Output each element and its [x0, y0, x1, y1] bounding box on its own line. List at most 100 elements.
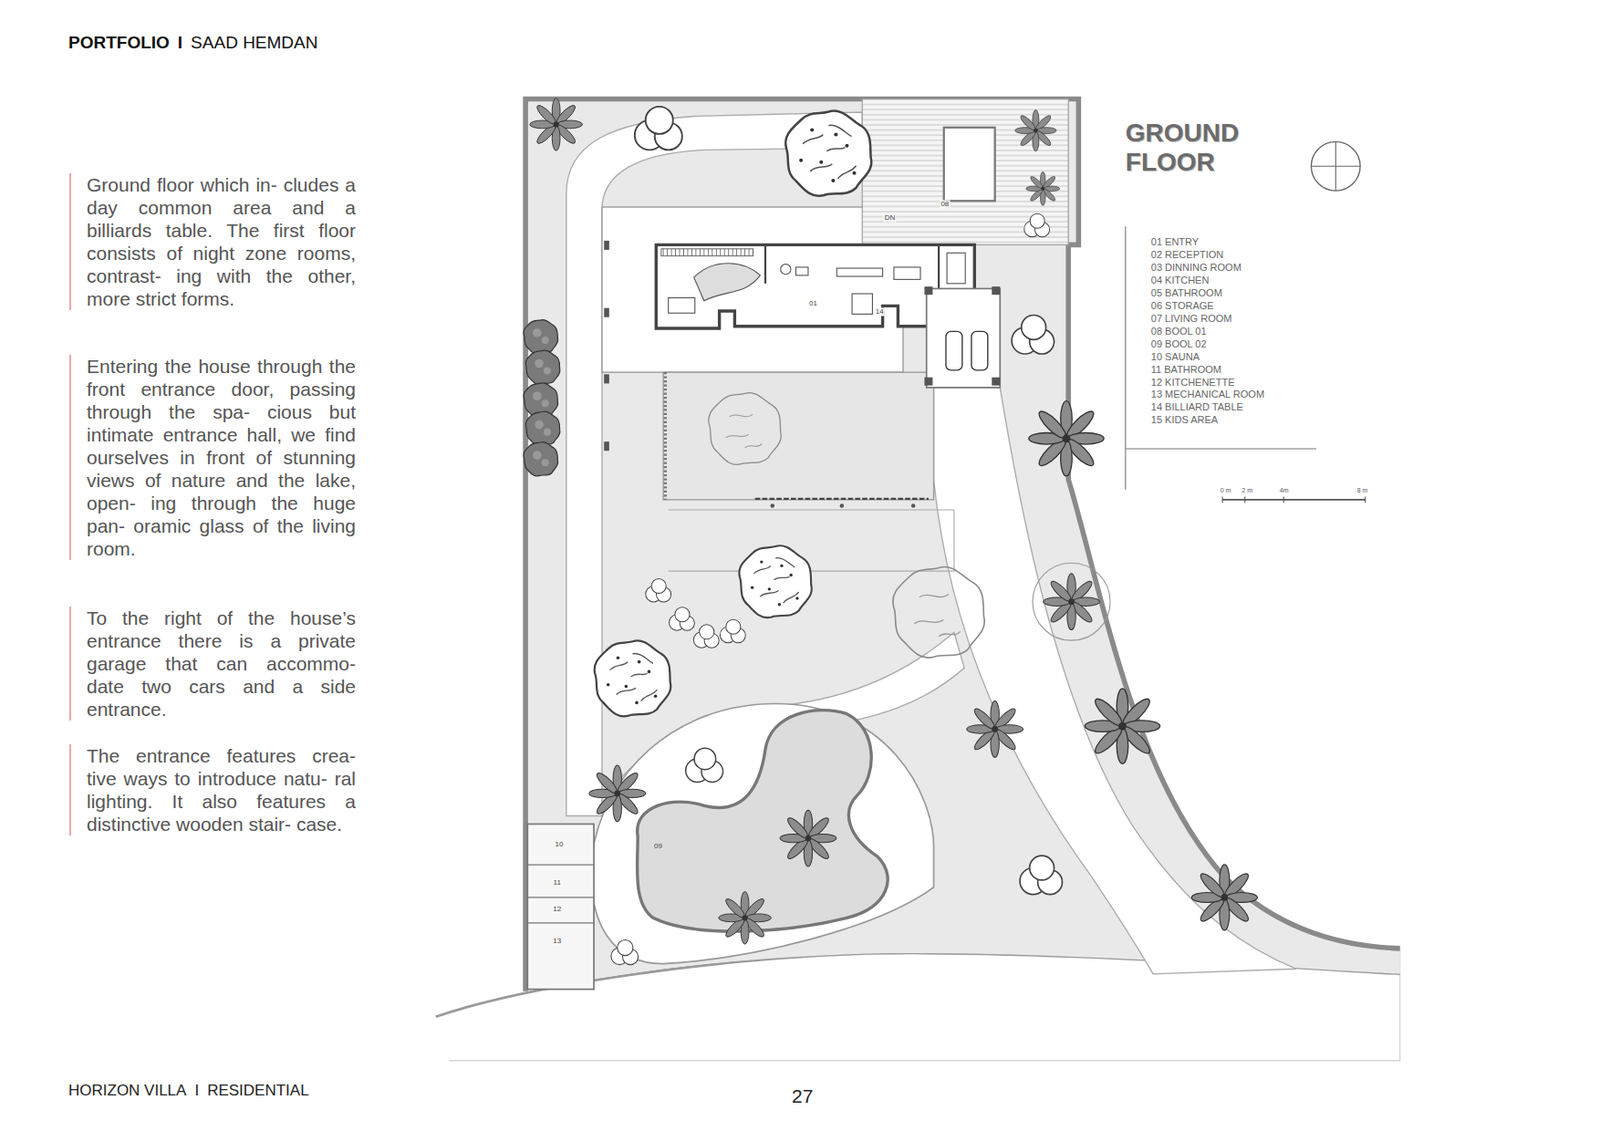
service-rooms: [527, 823, 594, 989]
wooden-deck: [862, 98, 1069, 245]
building-platform: [755, 498, 929, 500]
room-legend-item: 01 ENTRY: [1151, 236, 1199, 249]
north-compass: [1310, 141, 1361, 191]
palm-trees: [1191, 864, 1258, 931]
room-legend-item: 12 KITCHENETTE: [1151, 376, 1236, 389]
house-walls: [780, 264, 791, 275]
service-rooms: [527, 863, 594, 865]
north-compass: [1310, 141, 1361, 191]
room-legend-item: 05 BATHROOM: [1151, 287, 1223, 300]
palm-trees: [589, 765, 646, 822]
swimming-pool: [637, 710, 889, 932]
room-number: 11: [552, 879, 562, 888]
room-legend-item: 03 DINNING ROOM: [1151, 261, 1242, 274]
palm-trees: [529, 98, 1258, 946]
trees: [738, 545, 811, 618]
scale-bar: [1283, 497, 1285, 504]
garage: [926, 288, 1001, 387]
trees: [525, 411, 561, 446]
building-platform: [911, 503, 915, 508]
service-rooms: [527, 823, 594, 989]
site-ground: [525, 98, 1401, 991]
pool-surround: [591, 704, 934, 965]
garage: [945, 331, 988, 370]
swimming-pool: [637, 710, 889, 932]
palm-trees: [1015, 109, 1057, 151]
palm-trees: [1032, 562, 1111, 641]
room-number: 09: [653, 841, 664, 851]
scale-bar: [1222, 498, 1366, 501]
service-rooms: [527, 896, 594, 898]
house-walls: [796, 267, 809, 276]
shrubs: [1024, 213, 1050, 237]
palm-trees: [718, 892, 772, 946]
room-legend-item: 07 LIVING ROOM: [1151, 312, 1233, 325]
palm-trees: [1028, 401, 1104, 477]
scale-bar: [1244, 497, 1246, 504]
service-rooms: [527, 922, 594, 924]
trees: [708, 393, 781, 466]
trees: [523, 442, 559, 477]
scale-label: 4m: [1279, 487, 1289, 495]
house-walls: [836, 268, 883, 277]
scale-label: 8 m: [1357, 487, 1369, 495]
garage: [945, 331, 963, 370]
house-walls: [694, 263, 761, 302]
footer-row: HORIZON VILLAIRESIDENTIAL: [68, 1081, 310, 1101]
scale-bar: [1222, 497, 1224, 504]
site-ground: [525, 98, 1401, 991]
building-platform: [668, 509, 955, 572]
body-paragraph: The entrance features crea- tive ways to…: [69, 744, 356, 836]
shrubs: [719, 619, 746, 643]
building-platform: [603, 441, 610, 451]
trees: [523, 110, 985, 717]
room-number: DN: [883, 214, 897, 223]
north-compass: [1335, 141, 1337, 191]
site-ground: [525, 98, 1401, 991]
scale-label: 0 m: [1220, 487, 1232, 495]
room-legend-item: 13 MECHANICAL ROOM: [1151, 388, 1265, 401]
shrubs: [645, 578, 672, 602]
trees: [893, 566, 985, 658]
body-paragraph: Ground floor which in- cludes a day comm…: [69, 173, 356, 311]
shrubs: [611, 106, 1063, 966]
room-number: 01: [808, 300, 819, 309]
wooden-deck: [944, 127, 996, 202]
house-walls: [668, 297, 696, 313]
legend-bracket: [1125, 226, 1317, 489]
garage: [924, 286, 1000, 385]
room-number: 10: [554, 840, 565, 849]
room-number: 14: [874, 308, 885, 317]
room-number: 13: [551, 936, 562, 946]
body-paragraph: Entering the house through the front ent…: [69, 354, 356, 561]
trees: [523, 319, 559, 354]
room-legend-item: 08 BOOL 01: [1151, 325, 1207, 338]
page-number: 27: [791, 1085, 813, 1108]
room-number: 08: [939, 199, 950, 208]
wooden-deck: [862, 98, 1069, 245]
building-platform: [663, 372, 934, 500]
house-walls: [851, 293, 873, 314]
garage: [991, 286, 1000, 295]
palm-trees: [1043, 573, 1101, 631]
room-legend-item: 15 KIDS AREA: [1151, 414, 1218, 426]
palm-trees: [966, 701, 1024, 759]
building-platform: [840, 503, 844, 508]
house-walls: [893, 267, 921, 280]
plan-title: GROUND FLOOR: [1125, 118, 1263, 177]
room-legend-item: 04 KITCHEN: [1151, 274, 1210, 287]
shrubs: [634, 106, 683, 151]
building-platform: [770, 503, 916, 508]
shrubs: [1019, 855, 1062, 894]
house-walls: [668, 252, 967, 314]
house-walls: [764, 244, 767, 283]
scale-label: 2 m: [1241, 487, 1253, 495]
garage: [924, 377, 933, 386]
footer-text: HORIZON VILLA: [68, 1081, 187, 1101]
shrubs: [611, 939, 639, 965]
trees: [785, 110, 872, 196]
scale-bar: [1222, 497, 1366, 504]
room-number: 12: [551, 905, 562, 915]
shrubs: [693, 624, 719, 648]
